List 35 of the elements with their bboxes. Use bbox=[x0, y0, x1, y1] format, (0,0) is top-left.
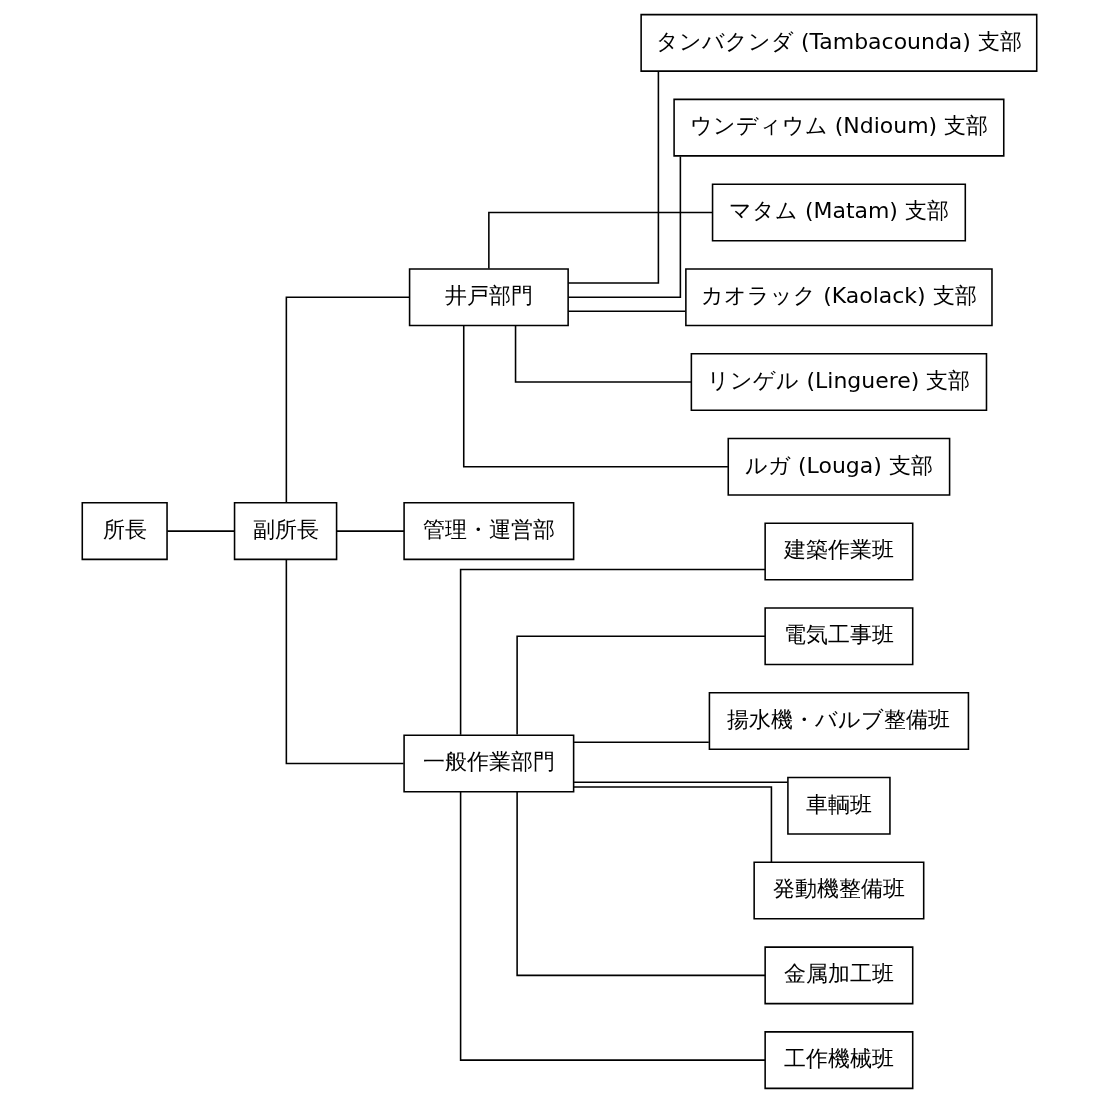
node-box: 所長 bbox=[81, 502, 168, 561]
node-box: 揚水機・バルブ整備班 bbox=[708, 692, 970, 751]
connector bbox=[514, 325, 692, 383]
node-box: 井戸部門 bbox=[408, 268, 569, 327]
node-box: 管理・運営部 bbox=[403, 502, 575, 561]
connector bbox=[285, 296, 411, 504]
connector bbox=[285, 558, 405, 765]
connector bbox=[462, 325, 729, 468]
node-box: 発動機整備班 bbox=[753, 861, 925, 920]
node-box: カオラック (Kaolack) 支部 bbox=[685, 268, 993, 327]
connector bbox=[516, 791, 766, 977]
connector bbox=[573, 781, 789, 784]
connector bbox=[572, 786, 773, 864]
node-box: マタム (Matam) 支部 bbox=[711, 183, 967, 242]
node-box: 工作機械班 bbox=[764, 1031, 914, 1090]
node-box: タンバクンダ (Tambacounda) 支部 bbox=[640, 13, 1038, 72]
connector bbox=[488, 211, 714, 270]
node-box: 建築作業班 bbox=[764, 522, 914, 581]
connector bbox=[567, 70, 660, 284]
connector bbox=[459, 568, 766, 736]
connector bbox=[516, 635, 766, 736]
connector bbox=[336, 530, 405, 532]
connector bbox=[166, 530, 235, 532]
connector bbox=[459, 791, 766, 1061]
connector bbox=[573, 741, 710, 743]
node-box: 電気工事班 bbox=[764, 607, 914, 666]
node-box: 金属加工班 bbox=[764, 946, 914, 1005]
node-box: ウンディウム (Ndioum) 支部 bbox=[673, 98, 1005, 157]
connector bbox=[567, 310, 687, 313]
connector bbox=[567, 155, 682, 298]
node-box: ルガ (Louga) 支部 bbox=[727, 437, 951, 496]
node-box: 一般作業部門 bbox=[403, 734, 575, 793]
node-box: 副所長 bbox=[233, 502, 338, 561]
node-box: 車輌班 bbox=[787, 776, 891, 835]
node-box: リンゲル (Linguere) 支部 bbox=[690, 352, 988, 411]
